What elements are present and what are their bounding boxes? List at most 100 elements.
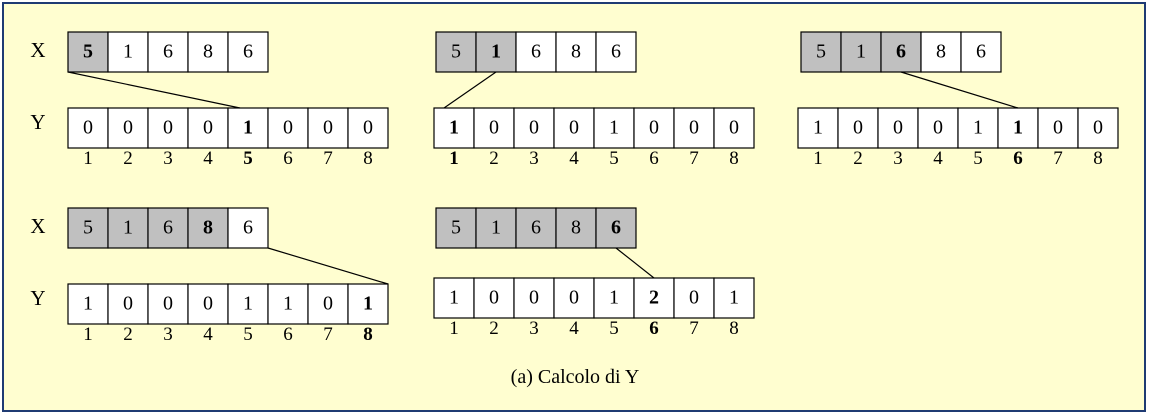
y-value: 0 [323,293,333,315]
y-value: 1 [283,293,293,315]
x-value: 1 [856,41,866,63]
index-label: 4 [569,148,579,169]
x-value: 5 [816,41,826,63]
y-value: 0 [489,117,499,139]
y-value: 0 [853,117,863,139]
y-value: 1 [243,117,253,139]
y-value: 0 [363,117,373,139]
x-value: 1 [491,217,501,239]
x-cell [595,31,637,73]
index-label: 7 [689,318,699,339]
y-cell [553,107,595,149]
index-label: 8 [1093,148,1103,169]
y-cell [957,107,999,149]
index-label: 5 [609,148,619,169]
index-label: 7 [1053,148,1063,169]
index-label: 6 [649,318,659,339]
y-cell [837,107,879,149]
y-value: 0 [689,117,699,139]
y-value: 0 [123,293,133,315]
y-cell [1077,107,1119,149]
index-label: 3 [529,318,539,339]
x-value: 8 [936,41,946,63]
y-value: 1 [1013,117,1023,139]
y-value: 0 [203,293,213,315]
x-cell [515,207,557,249]
y-value: 0 [489,287,499,309]
index-label: 2 [489,318,499,339]
index-label: 4 [203,324,213,345]
index-label: 1 [83,148,93,169]
x-cell [435,207,477,249]
index-label: 8 [363,148,373,169]
y-value: 1 [449,287,459,309]
x-value: 1 [491,41,501,63]
y-value: 0 [1093,117,1103,139]
x-value: 6 [976,41,986,63]
y-row-label: Y [30,286,45,310]
y-cell [187,107,229,149]
y-cell [347,283,389,325]
y-value: 0 [649,117,659,139]
x-cell [107,31,149,73]
x-cell [187,31,229,73]
index-label: 7 [323,148,333,169]
index-label: 7 [689,148,699,169]
x-value: 6 [243,41,253,63]
index-label: 2 [489,148,499,169]
x-value: 1 [123,41,133,63]
y-value: 0 [893,117,903,139]
index-label: 7 [323,324,333,345]
x-value: 5 [451,217,461,239]
y-value: 1 [243,293,253,315]
index-label: 8 [729,318,739,339]
index-label: 2 [123,324,133,345]
y-cell [713,107,755,149]
y-cell [917,107,959,149]
y-cell [713,277,755,319]
connector-line [900,71,1019,109]
index-label: 2 [123,148,133,169]
y-value: 0 [203,117,213,139]
x-value: 5 [83,41,93,63]
y-value: 0 [933,117,943,139]
y-cell [267,283,309,325]
y-cell [473,277,515,319]
index-label: 6 [283,324,293,345]
y-value: 0 [529,287,539,309]
y-value: 1 [609,287,619,309]
x-cell [515,31,557,73]
x-cell [555,207,597,249]
connector-line [67,71,241,109]
y-cell [513,277,555,319]
y-cell [307,107,349,149]
index-label: 4 [569,318,579,339]
index-label: 3 [529,148,539,169]
y-value: 1 [729,287,739,309]
x-value: 1 [123,217,133,239]
x-value: 6 [611,217,621,239]
index-label: 3 [893,148,903,169]
y-value: 0 [323,117,333,139]
x-cell [920,31,962,73]
x-cell [800,31,842,73]
connector-line [443,71,497,109]
y-cell [107,283,149,325]
y-cell [877,107,919,149]
x-value: 6 [243,217,253,239]
y-cell [67,107,109,149]
y-cell [227,283,269,325]
x-value: 8 [203,41,213,63]
y-cell [553,277,595,319]
x-cell [227,207,269,249]
y-value: 0 [529,117,539,139]
index-label: 2 [853,148,863,169]
index-label: 8 [363,324,373,345]
index-label: 3 [163,324,173,345]
y-value: 0 [123,117,133,139]
connector-line [615,247,655,279]
index-label: 8 [729,148,739,169]
x-value: 8 [203,217,213,239]
figure-caption: (a) Calcolo di Y [510,366,640,388]
x-row-label: X [30,38,45,62]
